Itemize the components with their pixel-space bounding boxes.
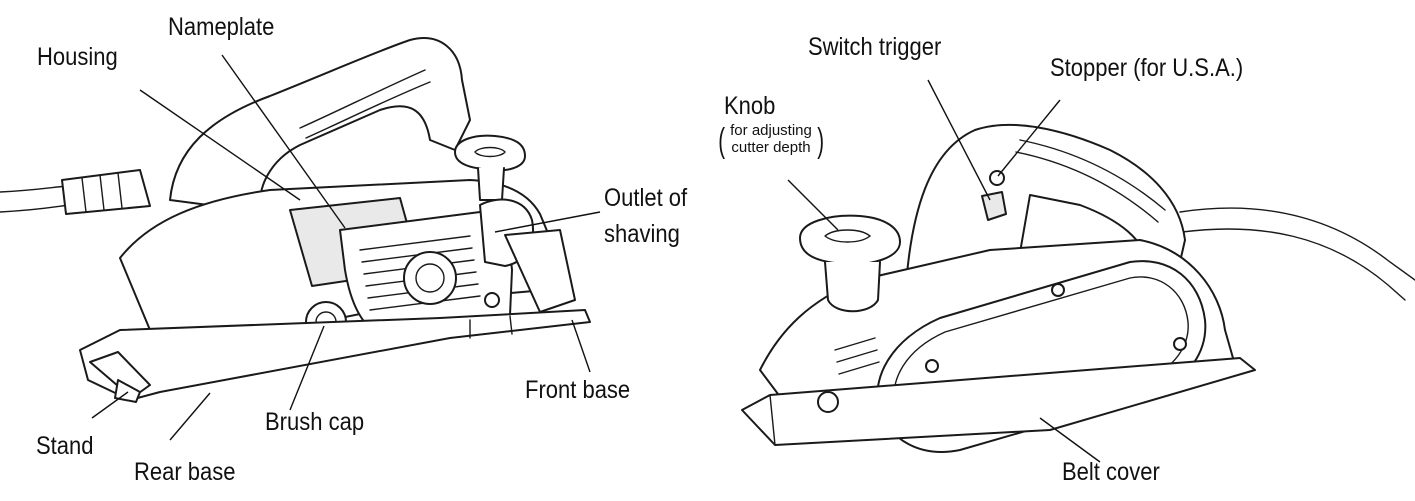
leader-belt-cover	[1039, 417, 1101, 463]
knob-note: ( for adjusting cutter depth )	[716, 122, 826, 160]
label-switch-trigger: Switch trigger	[808, 33, 942, 61]
leader-housing	[139, 89, 301, 201]
label-front-base: Front base	[525, 376, 631, 404]
leader-nameplate	[221, 54, 346, 229]
leader-outlet	[494, 211, 601, 233]
knob-note-open-paren: (	[718, 122, 726, 160]
label-stopper: Stopper (for U.S.A.)	[1050, 54, 1244, 82]
label-outlet-of-shaving-1: Outlet of	[604, 184, 688, 212]
leader-stopper	[997, 99, 1061, 177]
leader-front-base	[571, 319, 591, 373]
leader-rear-base	[169, 392, 211, 441]
label-housing: Housing	[37, 43, 118, 71]
leader-brush-cap	[289, 325, 325, 411]
label-belt-cover: Belt cover	[1062, 458, 1160, 486]
leader-knob	[787, 179, 839, 231]
label-outlet-of-shaving-2: shaving	[604, 220, 680, 248]
knob-note-line-2: cutter depth	[731, 139, 811, 156]
label-rear-base: Rear base	[134, 458, 236, 486]
leader-switch-trigger	[927, 79, 991, 201]
label-stand: Stand	[36, 432, 94, 460]
label-brush-cap: Brush cap	[265, 408, 365, 436]
knob-note-line-1: for adjusting	[730, 122, 812, 139]
label-knob: Knob	[724, 92, 776, 120]
leader-stand	[91, 391, 129, 419]
knob-note-close-paren: )	[816, 122, 824, 160]
label-nameplate: Nameplate	[168, 13, 275, 41]
